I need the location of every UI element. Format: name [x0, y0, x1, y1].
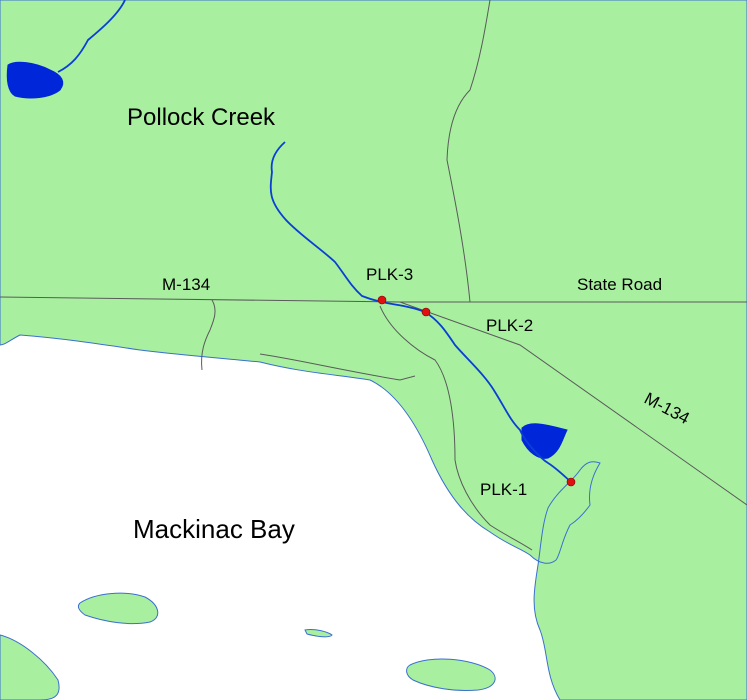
road-west-spur	[201, 299, 216, 371]
island-mid	[77, 592, 159, 625]
road-label-state: State Road	[577, 275, 662, 294]
pollock-creek	[269, 141, 572, 483]
site-marker-plk-1[interactable]	[566, 477, 576, 487]
road-spur	[259, 353, 416, 381]
stream-northwest	[57, 0, 126, 73]
island-east	[406, 658, 496, 691]
road-label-m134-west: M-134	[162, 275, 210, 294]
site-label-plk-3: PLK-3	[366, 265, 413, 284]
site-label-plk-2: PLK-2	[486, 316, 533, 335]
road-south	[379, 305, 533, 551]
lake-northwest	[6, 61, 64, 99]
road-m134	[0, 296, 747, 506]
road-north	[446, 0, 491, 303]
water-label: Mackinac Bay	[133, 514, 295, 544]
site-marker-plk-3[interactable]	[377, 295, 387, 305]
island-west	[0, 634, 60, 700]
site-marker-plk-2[interactable]	[421, 307, 431, 317]
islet	[304, 629, 333, 638]
creek-label: Pollock Creek	[127, 104, 276, 131]
site-label-plk-1: PLK-1	[480, 480, 527, 499]
